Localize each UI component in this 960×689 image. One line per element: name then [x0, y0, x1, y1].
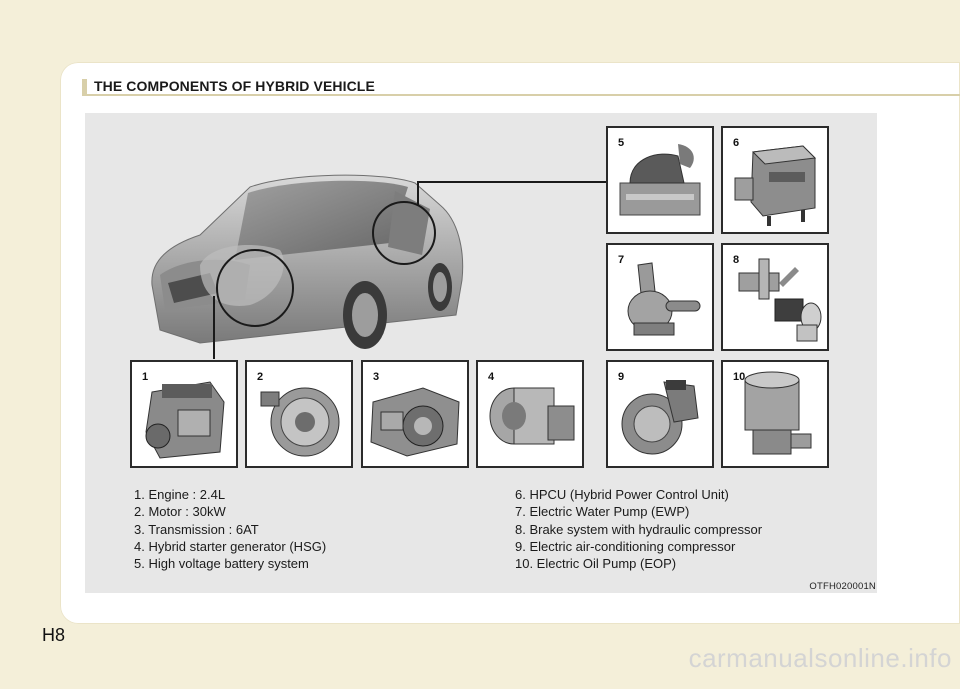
water-pump-icon	[627, 262, 701, 336]
component-number: 6	[733, 137, 740, 149]
component-number: 5	[618, 137, 625, 149]
transmission-icon	[370, 387, 460, 457]
compressor-icon	[621, 380, 699, 455]
page-number: H8	[42, 625, 66, 645]
figure-code: OTFH020001N	[809, 581, 876, 592]
brake-icon	[738, 258, 822, 342]
component-number: 7	[618, 254, 625, 266]
component-number: 2	[257, 371, 264, 383]
watermark[interactable]: carmanualsonline.info	[688, 643, 952, 673]
component-number: 1	[142, 371, 149, 383]
legend-item: 9. Electric air-conditioning compressor	[515, 538, 736, 554]
component-number: 9	[618, 371, 625, 383]
component-box-9: 9	[606, 360, 714, 468]
component-box-1: 1	[130, 360, 238, 468]
engine-icon	[145, 381, 225, 459]
component-box-3: 3	[361, 360, 469, 468]
legend-item: 5. High voltage battery system	[134, 556, 309, 572]
control-unit-icon	[734, 145, 817, 226]
component-number: 8	[733, 254, 740, 266]
legend-item: 2. Motor : 30kW	[134, 504, 226, 520]
section-header: THE COMPONENTS OF HYBRID VEHICLE	[82, 78, 960, 96]
battery-icon	[619, 144, 701, 216]
component-box-10: 10	[721, 360, 829, 468]
component-box-2: 2	[245, 360, 353, 468]
legend-item: 4. Hybrid starter generator (HSG)	[134, 538, 327, 554]
component-box-5: 5	[606, 126, 714, 234]
legend-left: 1. Engine : 2.4L 2. Motor : 30kW 3. Tran…	[134, 486, 326, 572]
component-box-6: 6	[721, 126, 829, 234]
legend-item: 6. HPCU (Hybrid Power Control Unit)	[515, 487, 729, 502]
legend-item: 8. Brake system with hydraulic compresso…	[515, 521, 763, 537]
component-box-4: 4	[476, 360, 584, 468]
motor-icon	[260, 387, 340, 457]
component-number: 4	[488, 371, 495, 383]
section-marker	[82, 79, 87, 94]
component-box-7: 7	[606, 243, 714, 351]
legend-item: 3. Transmission : 6AT	[134, 521, 259, 537]
legend-item: 10. Electric Oil Pump (EOP)	[515, 556, 677, 572]
legend-item: 7. Electric Water Pump (EWP)	[515, 504, 690, 520]
generator-icon	[489, 387, 575, 445]
component-box-8: 8	[721, 243, 829, 351]
legend-right: 6. HPCU (Hybrid Power Control Unit) 7. E…	[515, 486, 762, 572]
component-number: 10	[733, 371, 746, 383]
oil-pump-icon	[744, 371, 812, 455]
component-number: 3	[373, 371, 380, 383]
section-title: THE COMPONENTS OF HYBRID VEHICLE	[94, 78, 375, 94]
legend-item: 1. Engine : 2.4L	[134, 487, 226, 502]
